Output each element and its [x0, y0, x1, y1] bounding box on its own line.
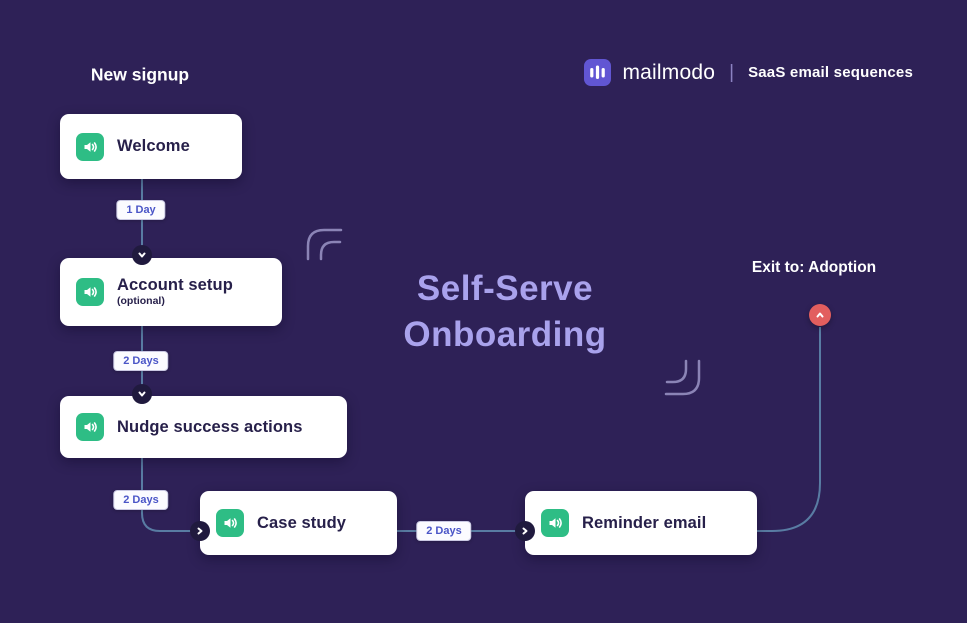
email-campaign-icon [76, 413, 104, 441]
exit-label: Exit to: Adoption [751, 259, 877, 276]
node-sublabel: (optional) [117, 295, 165, 308]
flow-node-nudge-success-actions: Nudge success actions [60, 396, 347, 458]
node-label: Account setup [117, 276, 233, 295]
delay-badge-4: 2 Days [416, 521, 472, 541]
node-label: Case study [257, 513, 347, 532]
step-dot-chevron-down-icon [132, 384, 152, 404]
page-title-line2: Onboarding [403, 315, 607, 354]
flow-node-welcome: Welcome [60, 114, 242, 179]
mailmodo-logo-icon [584, 59, 612, 86]
email-campaign-icon [216, 509, 244, 537]
entry-label: New signup [90, 64, 190, 85]
delay-badge-1: 1 Day [116, 200, 166, 220]
decorative-bracket-bottom-right [664, 359, 701, 396]
email-campaign-icon [76, 132, 104, 161]
node-label: Reminder email [582, 513, 707, 532]
flow-node-case-study: Case study [200, 491, 397, 555]
header-divider: | [729, 61, 735, 83]
step-dot-chevron-right-icon [190, 521, 210, 541]
flow-node-account-setup: Account setup (optional) [60, 258, 282, 326]
decorative-bracket-top-left [306, 228, 343, 261]
exit-dot-chevron-up-icon [809, 304, 831, 326]
delay-badge-3: 2 Days [113, 490, 169, 510]
email-campaign-icon [541, 509, 569, 537]
node-label: Nudge success actions [117, 417, 303, 436]
page-title: Self-Serve Onboarding [403, 266, 606, 358]
header-tagline: SaaS email sequences [748, 64, 913, 81]
brand-name: mailmodo [622, 60, 716, 84]
brand-header: mailmodo | SaaS email sequences [584, 59, 913, 86]
flow-node-reminder-email: Reminder email [525, 491, 757, 555]
delay-badge-2: 2 Days [113, 351, 169, 371]
page-title-line1: Self-Serve [416, 269, 594, 308]
step-dot-chevron-right-icon [515, 521, 535, 541]
node-label: Welcome [117, 137, 190, 156]
step-dot-chevron-down-icon [132, 245, 152, 265]
email-campaign-icon [76, 278, 104, 306]
